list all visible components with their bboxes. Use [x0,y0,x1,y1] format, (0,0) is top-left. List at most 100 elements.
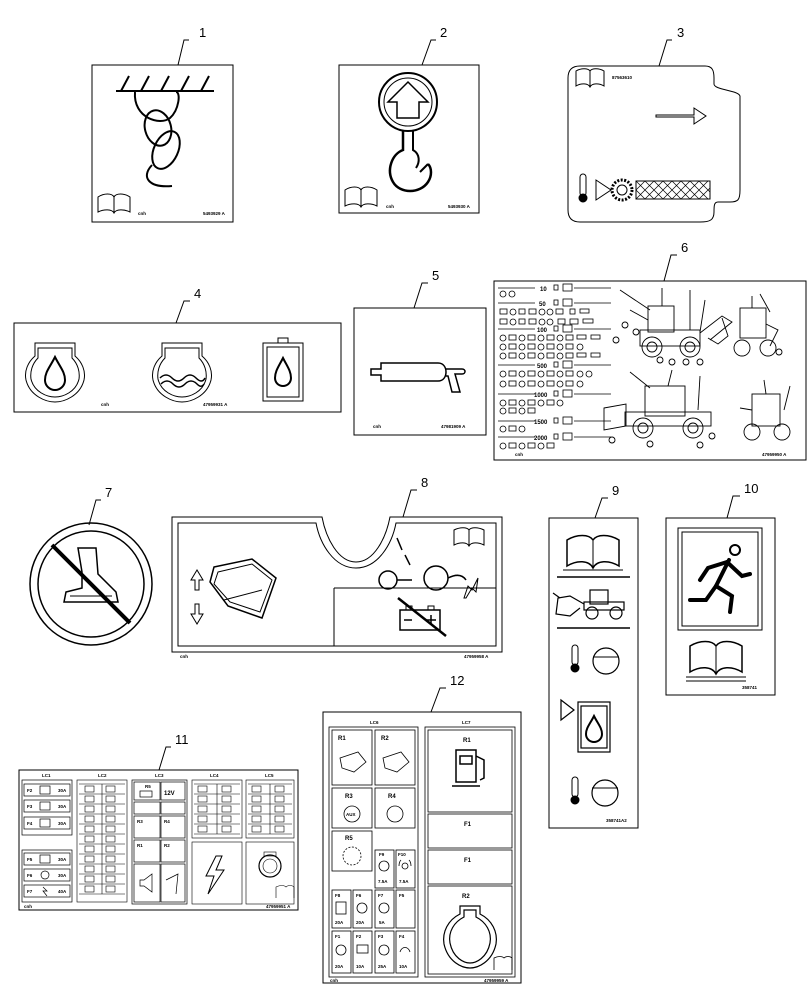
svg-text:R5: R5 [145,784,151,789]
filter-mesh [635,180,711,200]
svg-text:F2: F2 [27,788,33,793]
brand-label: cnh [180,654,188,659]
svg-text:R4: R4 [388,794,396,800]
wiper-icon [165,873,179,895]
wiper-up-icon [339,751,367,773]
svg-text:2: 2 [440,25,447,40]
decal-9-column: 358741A2 [548,517,639,829]
decal-4-fluids: cnh 47959931 A [13,322,342,413]
svg-text:F7: F7 [378,893,384,898]
running-person-icon [688,544,752,614]
lc-header: LC7 [462,720,471,725]
loader-front-view [603,369,716,449]
svg-text:5A: 5A [379,920,386,925]
brand-label: cnh [24,904,32,909]
decal-8-boom-battery: cnh 47959958 A [171,516,503,659]
relay-icon [258,854,282,878]
svg-text:F1: F1 [464,858,472,864]
interval-row: 100 [498,324,611,334]
lightning-icon [205,855,225,895]
hydraulic-tank-icon [560,698,611,753]
callout-7: 7 [88,485,112,526]
aux-label: AUX [346,812,356,817]
svg-text:1500: 1500 [534,420,548,426]
svg-text:F10: F10 [398,852,406,857]
boot-icon [63,547,119,603]
lc5-column: LC5 [245,773,295,905]
coolant-icon [152,342,212,403]
lc1-column: LC1 F2 F3 F4 30A 30A 30A F5 F6 F7 30A 30… [21,773,73,903]
svg-text:R2: R2 [164,843,170,848]
svg-text:5: 5 [432,268,439,283]
wiper-down-icon [382,751,410,773]
svg-text:7.5A: 7.5A [399,879,409,884]
svg-text:40A: 40A [58,889,67,894]
svg-text:F4: F4 [27,821,33,826]
decal-7-no-step [29,522,153,646]
interval-row: 50 [498,298,611,308]
svg-text:F5: F5 [27,857,33,862]
svg-text:R4: R4 [164,819,170,824]
callout-11: 11 [158,732,189,771]
book-icon [97,193,131,215]
svg-text:7.5A: 7.5A [378,879,388,884]
svg-text:8: 8 [421,475,428,490]
lc-header: LC4 [210,773,219,778]
lc2-column: LC2 [76,773,128,903]
bucket-icon [209,558,277,619]
12v-label: 12V [164,791,175,797]
svg-text:20A: 20A [356,920,365,925]
svg-text:R2: R2 [462,894,470,900]
svg-text:R1: R1 [463,738,471,744]
callout-4: 4 [175,286,201,324]
book-icon [563,534,623,571]
decal-10-exit: 358741 [665,517,776,696]
snowflake-icon [342,846,362,866]
service-symbol-grid [499,290,601,450]
loader-rear-right-view [739,379,791,441]
svg-text:R5: R5 [345,836,353,842]
lc-header: LC6 [370,720,379,725]
svg-text:10A: 10A [399,964,408,969]
interval-row: 2000 [498,432,611,442]
svg-text:4: 4 [194,286,201,301]
decal-6-maintenance-chart: 10 50 100 500 1000 [493,280,807,461]
svg-text:30A: 30A [58,857,67,862]
svg-text:F7: F7 [27,889,33,894]
lc4-column: LC4 [191,773,243,905]
svg-text:9: 9 [612,483,619,498]
svg-text:R1: R1 [338,736,346,742]
svg-text:F6: F6 [27,873,33,878]
callout-1: 1 [177,25,206,66]
book-icon [575,68,605,89]
callout-3: 3 [658,25,684,67]
svg-text:R3: R3 [345,794,353,800]
part-code: 87563610 [612,75,633,80]
svg-text:6: 6 [681,240,688,255]
wedge-icon [595,179,612,201]
interval-row: 1500 [498,416,611,426]
book-icon [275,885,295,898]
hook-icon [388,131,433,193]
hydraulic-tank-icon [262,337,304,402]
brand-label: cnh [386,204,394,209]
loader-rear-view [733,293,783,357]
svg-text:30A: 30A [58,804,67,809]
thermometer-icon [570,644,580,673]
svg-text:10: 10 [540,287,547,293]
brand-label: cnh [101,402,109,407]
decal-2-hook: cnh 5493930 A [338,64,480,214]
decal-1-chain: cnh 5493929 A [91,64,234,223]
svg-text:30A: 30A [58,788,67,793]
svg-text:10: 10 [744,481,758,496]
svg-text:50: 50 [539,302,546,308]
svg-text:F3: F3 [378,934,384,939]
fuel-pump-icon [452,749,485,787]
svg-text:25A: 25A [378,964,387,969]
grease-gun-icon [370,362,466,393]
svg-text:30A: 30A [58,821,67,826]
book-icon [344,186,378,209]
svg-text:12: 12 [450,673,464,688]
svg-text:2000: 2000 [534,436,548,442]
